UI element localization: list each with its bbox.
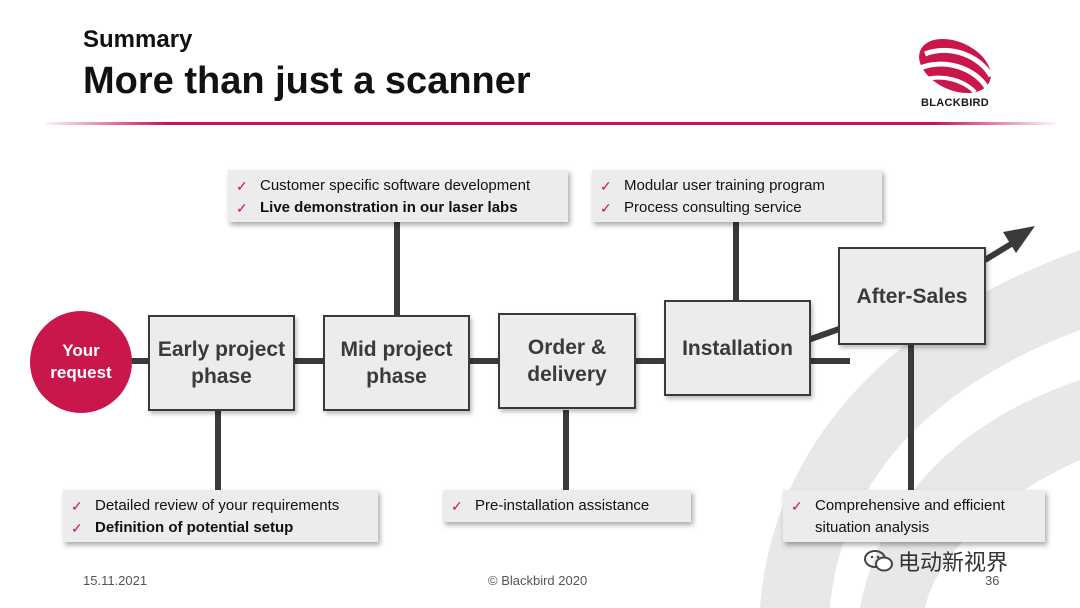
stage-after-sales: After-Sales [838,247,986,345]
stage-installation: Installation [664,300,811,396]
list-item: ✓ Definition of potential setup [71,517,370,539]
connector-order-bottom [563,410,569,490]
connector-install-top [733,222,739,302]
check-icon: ✓ [236,200,248,216]
connector-after-bottom [908,345,914,490]
check-icon: ✓ [791,498,803,514]
check-icon: ✓ [71,498,83,514]
check-icon: ✓ [600,200,612,216]
list-item: ✓ Process consulting service [600,197,874,219]
logo-text: BLACKBIRD [920,97,990,109]
list-item: ✓ Customer specific software development [236,175,560,197]
title-divider [45,122,1055,125]
check-icon: ✓ [451,498,463,514]
check-icon: ✓ [236,178,248,194]
check-icon: ✓ [600,178,612,194]
note-early-project: ✓ Detailed review of your requirements ✓… [63,490,378,542]
connector-early-bottom [215,410,221,490]
stage-early-project-phase: Early project phase [148,315,295,411]
slide-subtitle: Summary [83,26,193,53]
stage-mid-project-phase: Mid project phase [323,315,470,411]
note-after-sales: ✓ Comprehensive and efficient situation … [783,490,1045,542]
note-order-delivery: ✓ Pre-installation assistance [443,490,691,522]
check-icon: ✓ [71,520,83,536]
your-request-circle: Your request [30,311,132,413]
connector-mid-top [394,222,400,317]
footer-copyright: © Blackbird 2020 [488,573,588,588]
note-mid-project: ✓ Customer specific software development… [228,170,568,222]
list-item: ✓ Detailed review of your requirements [71,495,370,517]
list-item: ✓ Modular user training program [600,175,874,197]
list-item: ✓ Comprehensive and efficient situation … [791,495,1037,539]
timeline-line [130,358,850,364]
watermark-text: 电动新视界 [898,550,1009,575]
stage-order-delivery: Order & delivery [498,313,636,409]
footer-date: 15.11.2021 [83,573,148,588]
arrow-head-icon [1003,226,1035,253]
footer-page-number: 36 [985,573,1000,588]
list-item: ✓ Pre-installation assistance [451,495,683,517]
list-item: ✓ Live demonstration in our laser labs [236,197,560,219]
blackbird-logo-icon [919,38,994,94]
note-installation: ✓ Modular user training program ✓ Proces… [592,170,882,222]
slide-title: More than just a scanner [83,60,531,102]
wechat-icon [864,550,893,572]
